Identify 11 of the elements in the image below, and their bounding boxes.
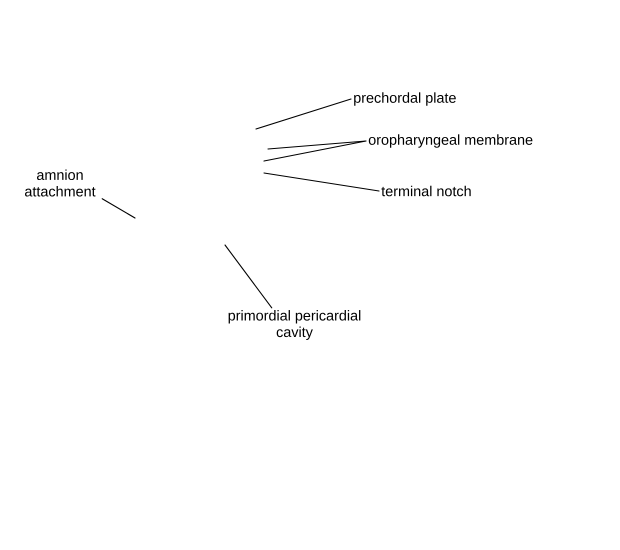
leader-line [224, 244, 272, 308]
callout-label: amnion attachment [25, 169, 96, 197]
leader-line [267, 140, 367, 150]
callout-label: oropharyngeal membrane [368, 134, 532, 148]
callout-label: terminal notch [381, 186, 471, 196]
leader-line [255, 98, 352, 130]
leader-line [263, 140, 367, 162]
callout-label: prechordal plate [354, 92, 456, 106]
leader-line [102, 198, 136, 219]
leader-line [263, 172, 380, 192]
callout-label: primordial pericardial cavity [228, 310, 360, 340]
